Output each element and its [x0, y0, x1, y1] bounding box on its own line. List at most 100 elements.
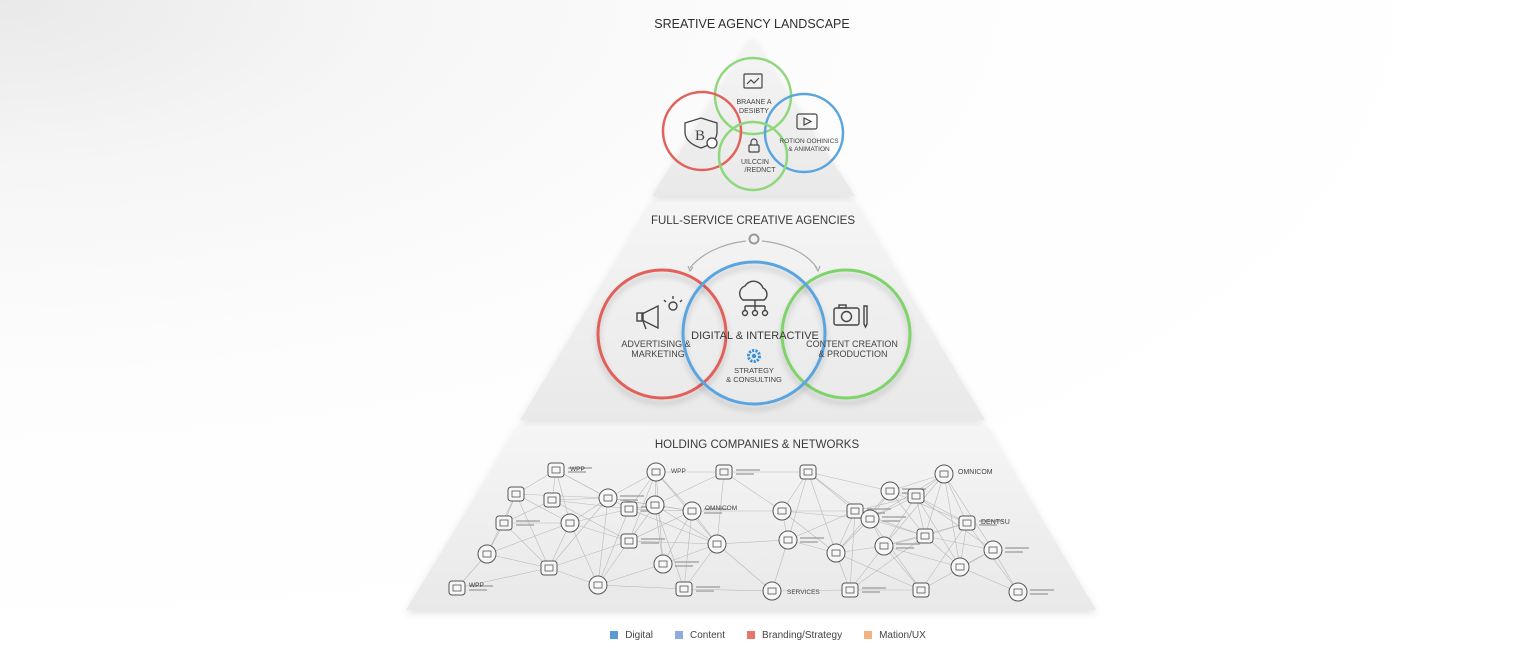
- network-edge: [628, 508, 718, 545]
- lock-icon: [748, 138, 760, 153]
- network-node-icon: [907, 488, 925, 504]
- network-edge: [716, 539, 789, 545]
- building-icon: [551, 466, 561, 474]
- building-icon: [603, 494, 613, 502]
- network-edge: [835, 552, 922, 591]
- building-icon: [885, 487, 895, 495]
- product-label: /REDNCT: [744, 167, 776, 174]
- network-edge: [807, 471, 856, 512]
- building-icon: [624, 537, 634, 545]
- network-edge: [869, 518, 922, 591]
- network-edge: [597, 497, 609, 586]
- network-edge: [807, 471, 891, 492]
- legend-label: Content: [690, 629, 726, 641]
- building-icon: [679, 585, 689, 593]
- network-edge: [597, 584, 685, 590]
- page-title: SREATIVE AGENCY LANDSCAPE: [654, 17, 849, 31]
- product-circle: [717, 120, 789, 192]
- top-venn: B BRAANE A DESIBTY ROTION OOHINICS & ANI…: [661, 56, 845, 192]
- network-edge: [807, 471, 837, 554]
- network-node-icon: [715, 464, 733, 480]
- building-icon: [452, 584, 462, 592]
- camera-icon: [833, 304, 868, 329]
- building-icon: [916, 586, 926, 594]
- legend-label: Digital: [625, 629, 653, 641]
- top-tier: [652, 38, 855, 196]
- network-edge: [569, 522, 599, 586]
- content-label: & PRODUCTION: [818, 349, 887, 359]
- building-icon: [624, 505, 634, 513]
- network-node-label: SERVICES: [787, 589, 820, 596]
- network-edge: [548, 540, 630, 569]
- building-icon: [767, 587, 777, 595]
- network-edge: [515, 493, 550, 569]
- network-edge: [503, 522, 550, 569]
- building-icon: [511, 490, 521, 498]
- network-node-label: OMNICOM: [958, 469, 993, 476]
- network-edge: [683, 588, 773, 592]
- middle-connector: [687, 233, 821, 273]
- network-edge: [849, 535, 926, 591]
- network-edge: [889, 490, 926, 537]
- network-node-icon: [874, 536, 894, 556]
- network-edge: [943, 473, 961, 568]
- legend-label: Branding/Strategy: [762, 629, 843, 641]
- network-node-icon: [675, 581, 693, 597]
- network-node-label: OMNICOM: [705, 505, 737, 512]
- building-icon: [687, 507, 697, 515]
- network-node-icon: [547, 462, 565, 478]
- network-node-label: WPP: [671, 468, 686, 475]
- network-node-icon: [682, 501, 702, 521]
- network-node-icon: [958, 515, 976, 531]
- network-node-icon: [507, 486, 525, 502]
- network-edge: [548, 497, 609, 569]
- building-icon: [955, 563, 965, 571]
- digital-label: DIGITAL & INTERACTIVE: [691, 330, 819, 342]
- cloud-network-icon: [739, 280, 769, 317]
- network-edge: [959, 566, 1019, 593]
- network-node-icon: [540, 560, 558, 576]
- network-edge: [486, 553, 550, 569]
- network-edge: [597, 563, 664, 586]
- building-icon: [1013, 588, 1023, 596]
- network-node-label: WPP: [469, 582, 484, 589]
- network-node-icon: [880, 481, 900, 501]
- network-edge: [515, 493, 571, 524]
- network-node-icon: [983, 540, 1003, 560]
- building-icon: [879, 542, 889, 550]
- network-edge: [662, 543, 718, 565]
- building-icon: [962, 519, 972, 527]
- network-edge: [787, 510, 856, 541]
- network-edge: [654, 504, 718, 545]
- network-node-icon: [646, 462, 666, 482]
- network-edge: [883, 473, 945, 547]
- network-edge: [883, 545, 961, 568]
- network-edge: [787, 471, 809, 541]
- digital-circle: [681, 260, 827, 406]
- network-node-icon: [772, 501, 792, 521]
- gear-icon: [747, 349, 761, 363]
- network-node-icon: [598, 488, 618, 508]
- network-edge: [869, 518, 926, 537]
- network-edge: [889, 490, 968, 524]
- network-edge: [551, 499, 630, 542]
- network-edge: [723, 471, 783, 512]
- building-icon: [865, 515, 875, 523]
- network-edge: [781, 510, 837, 554]
- legend-item-branding: Branding/Strategy: [747, 630, 842, 641]
- building-icon: [845, 586, 855, 594]
- building-icon: [658, 560, 668, 568]
- building-icon: [803, 468, 813, 476]
- network-edge: [654, 504, 685, 590]
- legend-item-content: Content: [675, 630, 725, 641]
- building-icon: [783, 536, 793, 544]
- network-edge: [515, 493, 609, 499]
- advertising-label: ADVERTISING &: [621, 339, 690, 349]
- network-node-icon: [916, 528, 934, 544]
- building-icon: [831, 549, 841, 557]
- network-node-icon: [543, 492, 561, 508]
- motion-circle: [763, 92, 845, 174]
- network-node-icon: [762, 581, 782, 601]
- building-icon: [719, 468, 729, 476]
- network-node-icon: [934, 464, 954, 484]
